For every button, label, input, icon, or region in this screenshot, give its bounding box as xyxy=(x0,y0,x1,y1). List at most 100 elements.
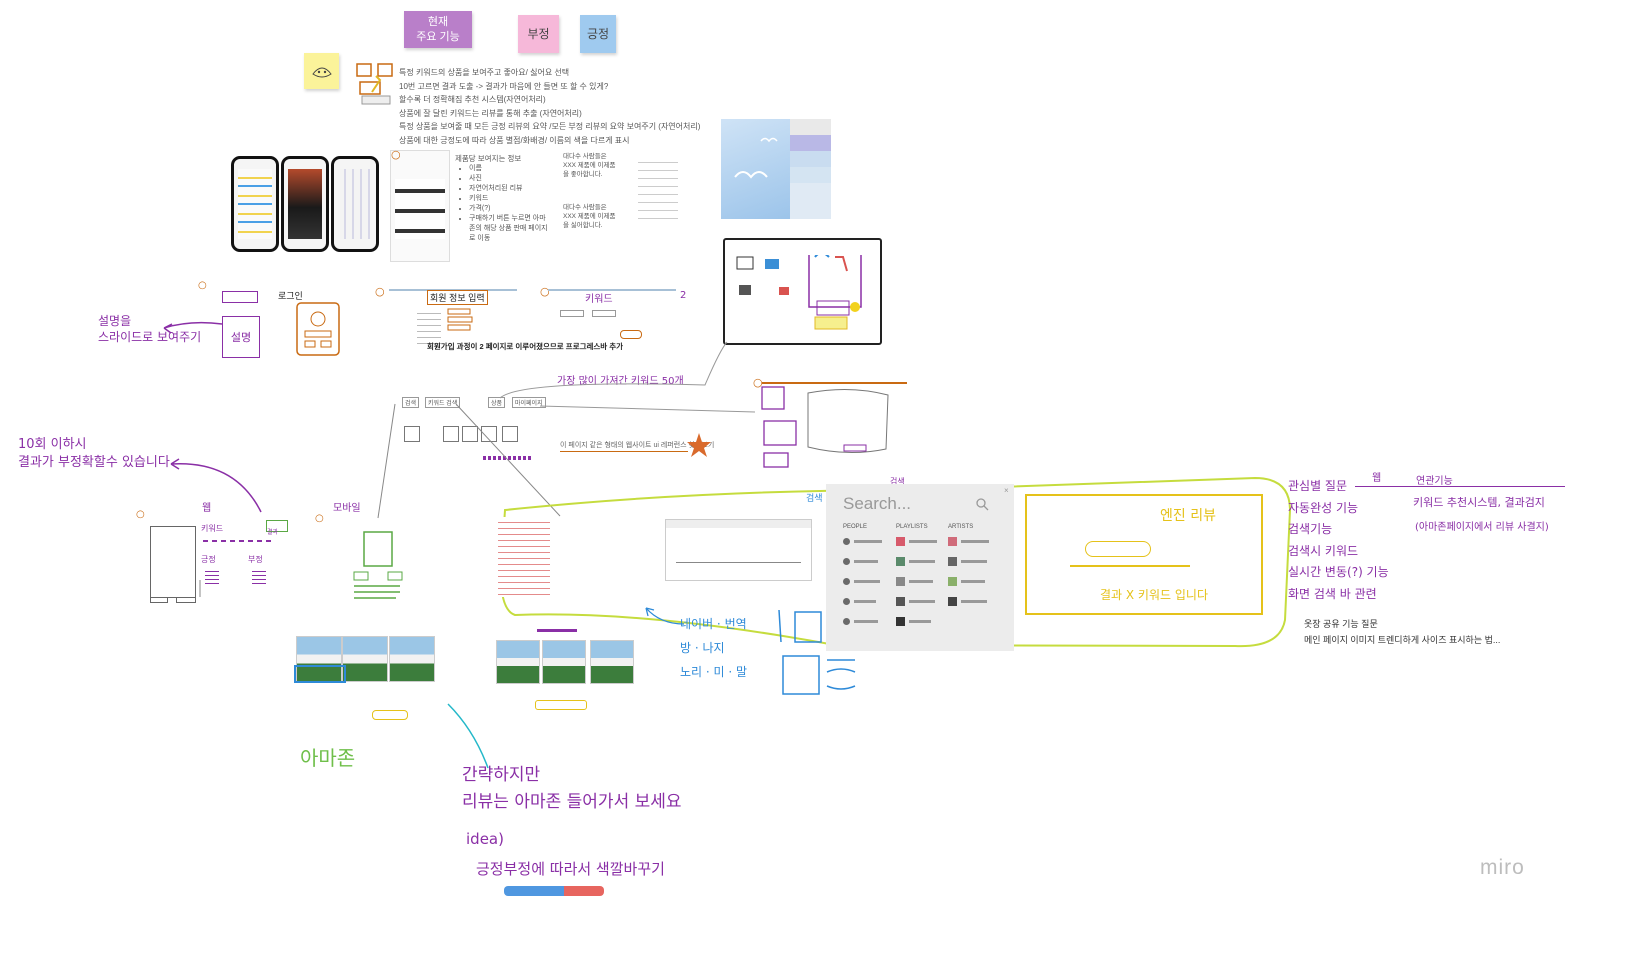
clothing-icons-sketch xyxy=(736,255,862,330)
color-bar-sketch xyxy=(504,886,604,896)
product-photo[interactable] xyxy=(342,636,388,682)
thumbnail-placeholder[interactable] xyxy=(502,426,518,442)
search-result-screenshot[interactable] xyxy=(498,517,550,597)
marker: ○ xyxy=(753,376,763,389)
list-item[interactable] xyxy=(948,574,989,588)
product-photo[interactable] xyxy=(389,636,435,682)
thumbnail-placeholder[interactable] xyxy=(481,426,497,442)
wire-button[interactable] xyxy=(150,597,168,603)
review-sample-positive: 대다수 사람들은 XXX 제품에 이제품을 좋아합니다. xyxy=(563,153,616,178)
wire-button[interactable] xyxy=(176,597,196,603)
search-panel[interactable]: Search... × PEOPLE PLAYLISTS ARTISTS xyxy=(826,484,1014,651)
list-item[interactable] xyxy=(843,534,882,548)
tab-mypage[interactable]: 마이페이지 xyxy=(512,397,546,408)
feature-note: 10번 고르면 결과 도출 -> 결과가 마음에 안 들면 또 할 수 있게? xyxy=(399,81,609,91)
list-item[interactable] xyxy=(843,574,882,588)
idea-label: idea) xyxy=(466,830,504,848)
feature-note: 상품에 잘 달린 키워드는 리뷰를 통해 추출 (자연어처리) xyxy=(399,108,582,118)
progress-sketch xyxy=(762,382,907,384)
related-features-label: 연관기능 xyxy=(1416,476,1453,487)
keyword-title: 키워드 xyxy=(585,294,613,305)
sticky-yellow-face[interactable] xyxy=(304,53,339,89)
mobile-label: 모바일 xyxy=(333,503,361,514)
scribble xyxy=(205,568,219,584)
result-chip[interactable]: 결과 xyxy=(266,520,288,536)
keyword-chip[interactable] xyxy=(560,310,584,317)
amazon-label: 아마존 xyxy=(300,746,356,770)
product-photo[interactable] xyxy=(296,636,342,682)
image-trend-question: 메인 페이지 이미지 트렌디하게 사이즈 표시하는 법... xyxy=(1304,635,1501,645)
sticky-positive[interactable]: 긍정 xyxy=(580,15,616,53)
clothing-question: 옷장 공유 기능 질문 xyxy=(1304,619,1378,629)
bird-sky-image[interactable] xyxy=(721,119,790,219)
web-wireframe-screen[interactable] xyxy=(150,526,196,598)
signup-field-list xyxy=(638,155,678,225)
thumbnail-placeholder[interactable] xyxy=(404,426,420,442)
color-idea-note: 긍정부정에 따라서 색깔바꾸기 xyxy=(476,860,665,878)
phone-screenshot[interactable] xyxy=(331,156,379,252)
signup-field-list xyxy=(417,308,441,348)
sticky-current-features[interactable]: 현재 주요 기능 xyxy=(404,11,472,48)
column-people: PEOPLE xyxy=(843,524,868,530)
marker: ○ xyxy=(540,285,550,298)
screenshot-collage[interactable] xyxy=(390,150,450,262)
mobile-wireframe-sketch[interactable] xyxy=(352,530,404,605)
amazon-linked-note: (아마존페이지에서 리뷰 사결지) xyxy=(1415,522,1549,533)
tab-search[interactable]: 검색 xyxy=(402,397,420,408)
marker: ○ xyxy=(198,280,207,291)
login-sketch[interactable] xyxy=(295,301,343,359)
desc-placeholder xyxy=(222,291,258,303)
list-item[interactable] xyxy=(843,614,882,628)
phone-screenshot[interactable] xyxy=(231,156,279,252)
phone-screenshot[interactable] xyxy=(281,156,329,252)
thumbnail-placeholder[interactable] xyxy=(462,426,478,442)
engine-review-sub: 결과 X 키워드 입니다 xyxy=(1100,588,1208,602)
feature-note: 특정 상품을 보여줄 때 모든 긍정 리뷰의 요약 /모든 부정 리뷰의 요약 … xyxy=(399,122,701,131)
list-item[interactable] xyxy=(948,594,989,608)
scribble xyxy=(1070,565,1190,567)
product-info-item: 가격(?) xyxy=(469,204,550,214)
product-info: 제품당 보여지는 정보 이름 사진 자연어처리된 리뷰 키워드 가격(?) 구매… xyxy=(455,153,550,244)
product-info-title: 제품당 보여지는 정보 xyxy=(455,154,522,163)
product-photo[interactable] xyxy=(496,640,540,684)
desc-box-label: 설명 xyxy=(230,332,252,344)
list-item[interactable] xyxy=(896,594,937,608)
list-item[interactable] xyxy=(843,554,882,568)
next-button-sketch[interactable] xyxy=(620,330,642,339)
screen-sketch[interactable] xyxy=(760,385,895,473)
product-photo[interactable] xyxy=(542,640,586,684)
slide-desc-note: 설명을 스라이드로 보여주기 xyxy=(98,314,202,344)
search-input[interactable]: Search... xyxy=(843,494,912,513)
button-sketch[interactable] xyxy=(535,700,587,710)
tab-product[interactable]: 상품 xyxy=(488,397,506,408)
tab-keyword-search[interactable]: 키워드 검색 xyxy=(425,397,461,408)
list-item[interactable] xyxy=(948,534,989,548)
marker: ○ xyxy=(375,285,385,298)
search-pin-label: 검색 xyxy=(806,494,823,504)
negative-label: 부정 xyxy=(248,555,263,564)
positive-label: 긍정 xyxy=(201,555,216,564)
desc-box[interactable]: 설명 xyxy=(222,316,260,358)
sticky-negative[interactable]: 부정 xyxy=(518,15,559,53)
list-item[interactable] xyxy=(843,594,882,608)
web-label-right: 웹 xyxy=(1372,473,1382,484)
list-item[interactable] xyxy=(896,614,937,628)
list-item[interactable] xyxy=(896,534,937,548)
search-ui-screenshot[interactable] xyxy=(665,519,812,581)
search-icon[interactable] xyxy=(976,498,990,512)
simple-review-note: 간략하지만 리뷰는 아마존 들어가서 보세요 xyxy=(462,765,682,812)
list-item[interactable] xyxy=(896,574,937,588)
search-bar-sketch[interactable] xyxy=(1085,541,1151,557)
button-sketch[interactable] xyxy=(372,710,408,720)
list-item[interactable] xyxy=(896,554,937,568)
reference-underline xyxy=(560,451,688,452)
close-icon[interactable]: × xyxy=(1004,486,1009,495)
keyword-chip[interactable] xyxy=(592,310,616,317)
engine-review-box[interactable] xyxy=(1025,494,1263,615)
thumbnail-placeholder[interactable] xyxy=(443,426,459,442)
column-artists: ARTISTS xyxy=(948,524,974,530)
product-photo[interactable] xyxy=(590,640,634,684)
list-item[interactable] xyxy=(948,554,989,568)
icon-sketch-frame[interactable] xyxy=(723,238,882,345)
scribble xyxy=(537,629,577,632)
